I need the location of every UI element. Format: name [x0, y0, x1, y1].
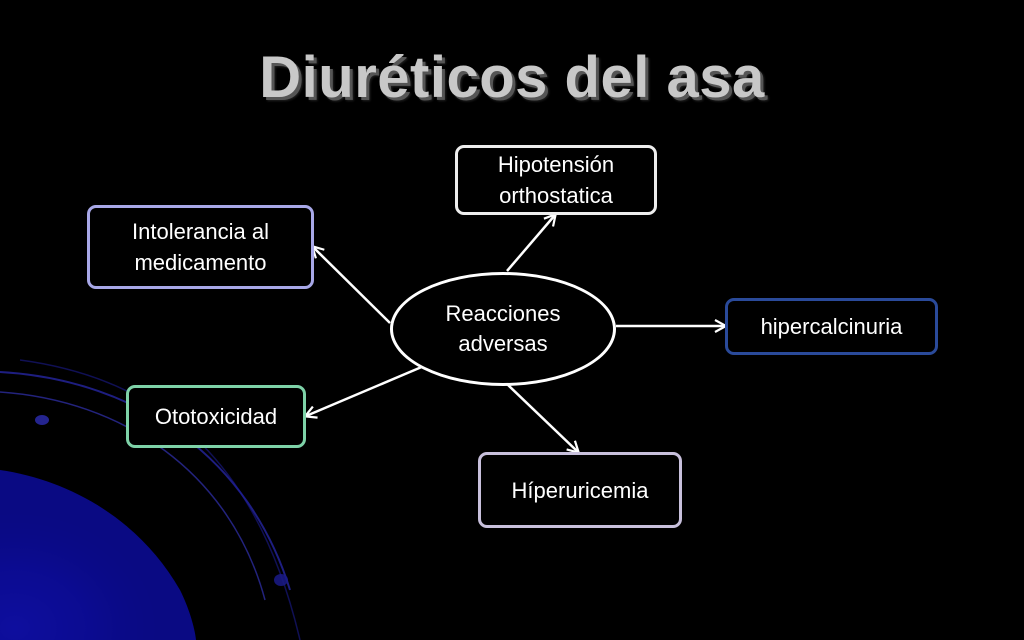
node-hipotension-label: Hipotensión orthostatica: [497, 152, 615, 208]
node-hipercalciuria-label: hipercalcinuria: [760, 314, 903, 339]
decor-dot: [35, 415, 49, 425]
center-node-reacciones: Reacciones adversas: [390, 272, 616, 386]
node-ototoxicidad-label: Ototoxicidad: [154, 404, 278, 429]
arrow-to-ototoxicidad: [306, 364, 425, 416]
node-hipercalciuria: hipercalcinuria: [725, 298, 938, 355]
node-hiperuricemia: Híperuricemia: [478, 452, 682, 528]
node-intolerancia-label: Intolerancia al medicamento: [132, 219, 269, 275]
node-hiperuricemia-label: Híperuricemia: [511, 477, 649, 503]
node-hipotension: Hipotensión orthostatica: [455, 145, 657, 215]
decor-arc-line: [0, 391, 266, 601]
decor-dot: [274, 574, 288, 586]
node-intolerancia: Intolerancia al medicamento: [87, 205, 314, 289]
arrow-to-intolerancia: [313, 247, 391, 324]
slide-title: Diuréticos del asa: [259, 45, 765, 110]
center-node-label: Reacciones adversas: [445, 301, 561, 356]
arrow-to-hipotension: [506, 215, 555, 272]
decor-blue-wave-inner: [0, 470, 196, 640]
node-ototoxicidad: Ototoxicidad: [126, 385, 306, 448]
arrow-to-hiperuricemia: [506, 383, 578, 452]
